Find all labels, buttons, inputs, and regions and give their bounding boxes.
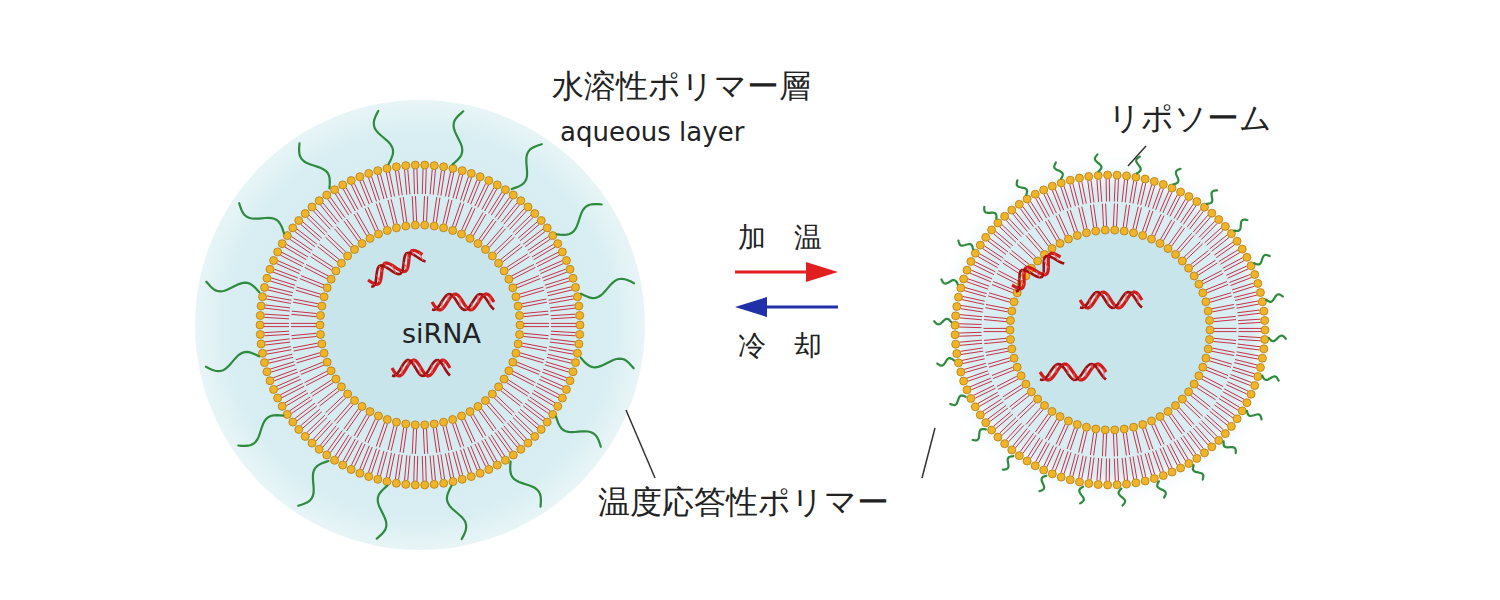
sirna-helix [1008, 250, 1064, 292]
sirna-helix [392, 360, 450, 376]
lumen [320, 225, 520, 425]
heat-arrow [735, 262, 838, 282]
lipid-tails [959, 179, 1261, 481]
part-label: リポソーム [1108, 100, 1272, 137]
leader-lines [626, 146, 1146, 478]
layer-label: 水溶性ポリマー層 [552, 68, 811, 105]
lumen [1010, 230, 1210, 430]
lipid-heads [951, 171, 1269, 489]
sirna-helix [365, 247, 426, 287]
cargo-label: siRNA [402, 318, 481, 349]
process-label: 冷 却 [738, 330, 822, 362]
aqueous-layer [195, 100, 645, 550]
thermo-polymer-chains [934, 154, 1286, 505]
thin-aqueous-layer [932, 152, 1288, 508]
cool-arrow [735, 297, 838, 317]
sirna-helix [1080, 292, 1142, 308]
liposome-collapsed [932, 152, 1288, 508]
sirna-helix [1040, 364, 1106, 380]
process-label: 加 温 [738, 222, 822, 254]
part-label: 温度応答性ポリマー [598, 484, 889, 521]
sirna-helix [432, 294, 494, 310]
layer-label-en: aqueous layer [560, 118, 744, 148]
lipid-heads [256, 161, 584, 489]
thermo-polymer-chains [206, 111, 634, 539]
liposome-expanded [195, 100, 645, 550]
lipid-tails [264, 169, 576, 481]
